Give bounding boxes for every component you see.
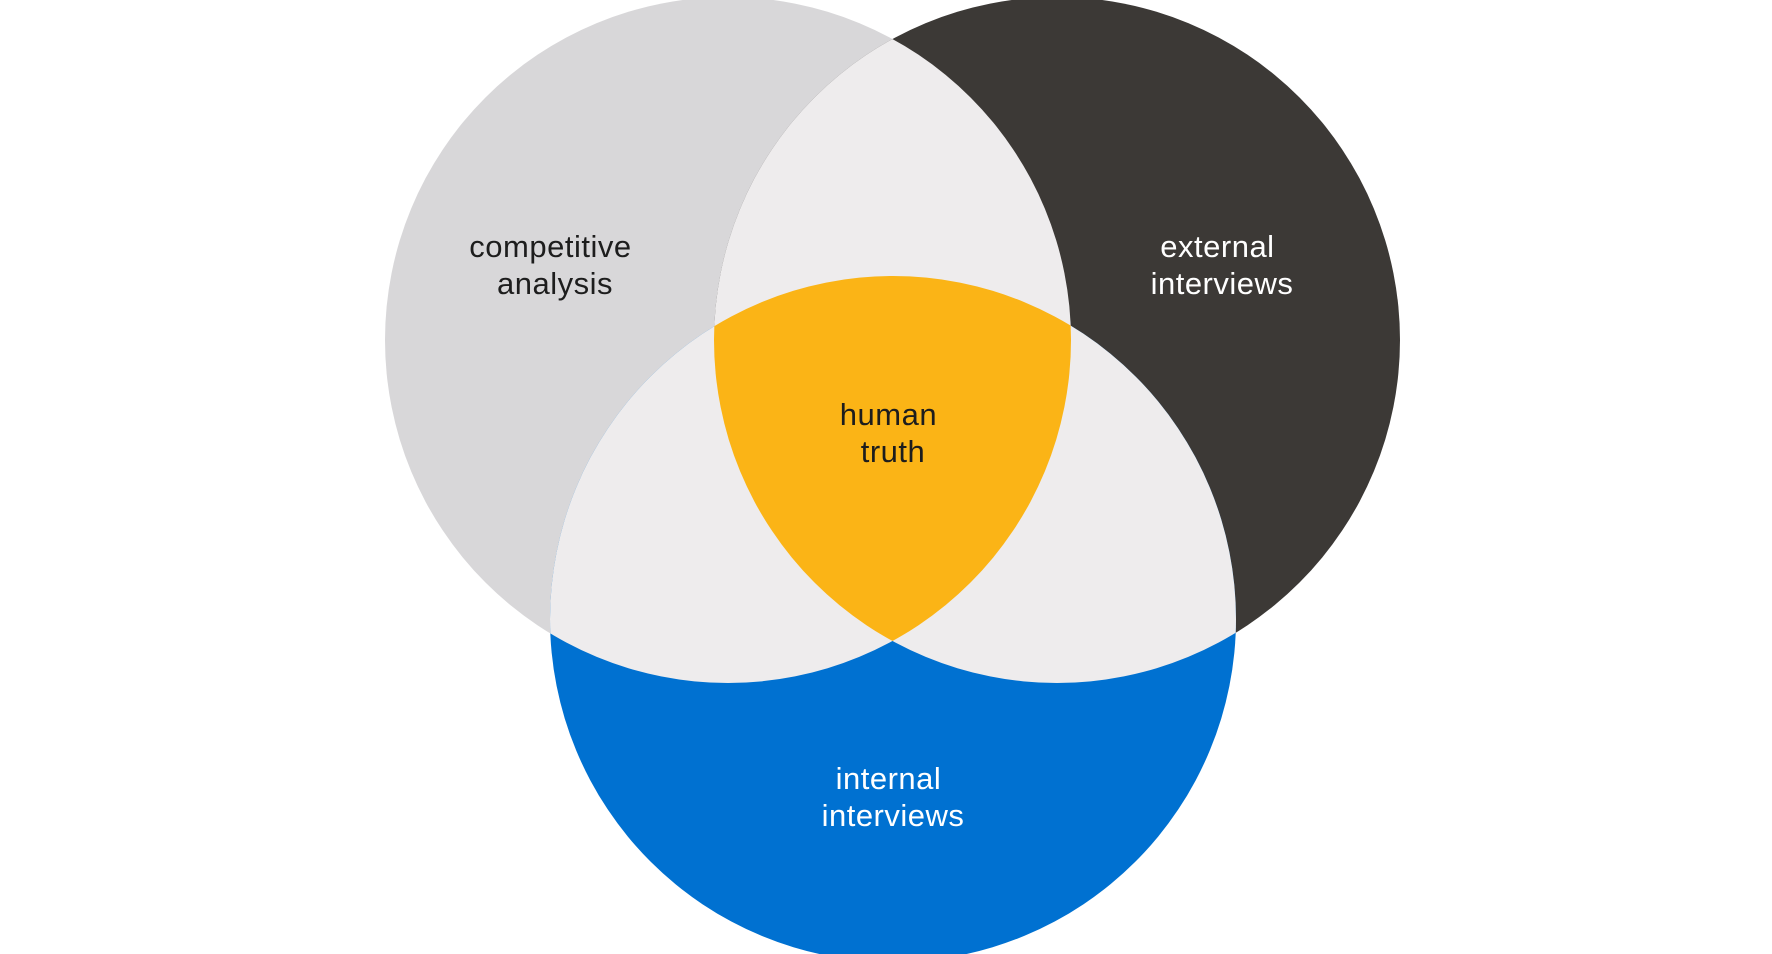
label-center-line-2: truth [861,434,926,469]
label-internal-line-1: internal [836,761,942,796]
label-internal-line-2: interviews [822,798,965,833]
label-competitive-line-1: competitive [469,229,631,264]
label-human-truth: human truth [840,397,946,469]
label-external-interviews: external interviews [1151,229,1294,301]
label-external-line-2: interviews [1151,266,1294,301]
label-competitive-analysis: competitive analysis [469,229,640,301]
label-internal-interviews: internal interviews [822,761,965,833]
label-center-line-1: human [840,397,937,432]
label-external-line-1: external [1160,229,1274,264]
label-competitive-line-2: analysis [497,266,613,301]
